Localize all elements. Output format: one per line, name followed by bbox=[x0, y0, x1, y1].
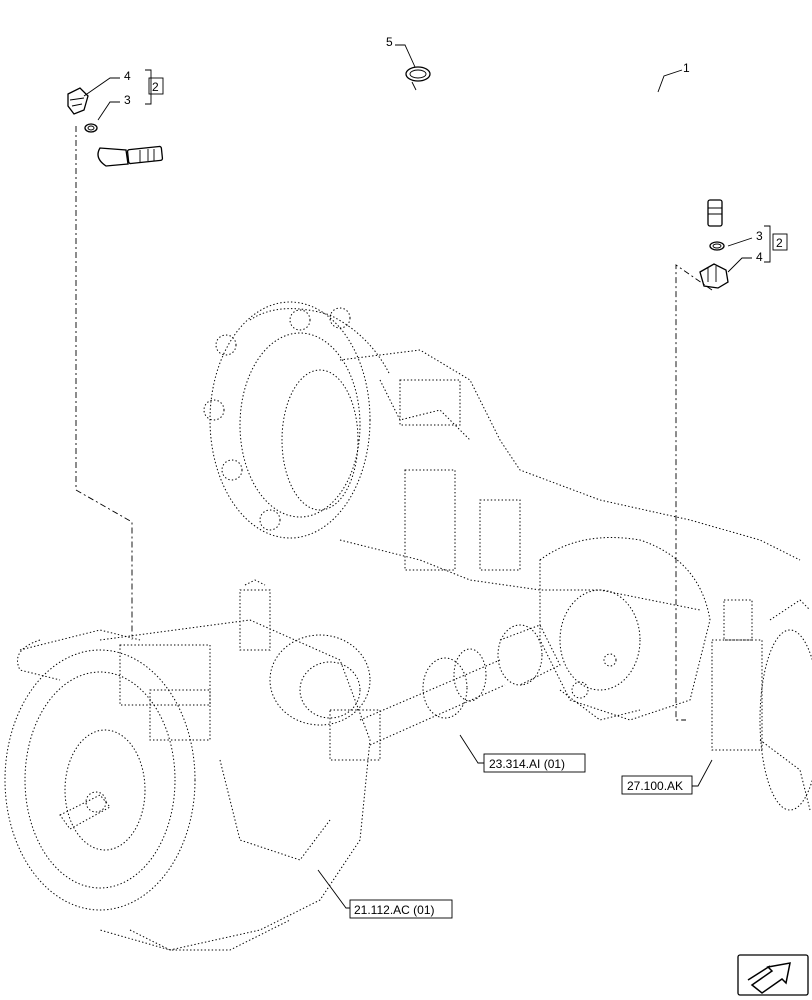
callout-group-right: 2 bbox=[776, 236, 783, 250]
reference-driveshaft-text: 23.314.AI (01) bbox=[489, 757, 565, 771]
callout-texts: 5 1 4 3 2 3 4 2 bbox=[124, 35, 788, 264]
reference-transmission-text: 21.112.AC (01) bbox=[354, 903, 435, 917]
hydraulic-hose bbox=[97, 92, 723, 227]
callout-clip: 5 bbox=[386, 35, 393, 49]
callout-elbow-right: 4 bbox=[756, 250, 763, 264]
transmission bbox=[4, 579, 381, 951]
driveshaft bbox=[359, 624, 561, 746]
reference-box-transmission: 21.112.AC (01) bbox=[349, 899, 453, 919]
right-elbow-fitting bbox=[699, 263, 729, 289]
left-seal-ring bbox=[84, 123, 98, 133]
reference-axle-text: 27.100.AK bbox=[627, 779, 683, 793]
callout-group-left: 2 bbox=[152, 80, 159, 94]
right-seal-ring bbox=[709, 241, 725, 251]
hose-clip bbox=[405, 66, 431, 91]
left-elbow-fitting bbox=[67, 87, 89, 115]
leader-lines bbox=[83, 44, 771, 909]
callout-seal-right: 3 bbox=[756, 229, 763, 243]
callout-elbow-left: 4 bbox=[124, 69, 131, 83]
axle-assembly bbox=[203, 301, 812, 811]
callout-hose: 1 bbox=[683, 61, 690, 75]
next-page-arrow-icon[interactable] bbox=[737, 954, 809, 996]
reference-box-driveshaft: 23.314.AI (01) bbox=[483, 753, 586, 773]
callout-seal-left: 3 bbox=[124, 93, 131, 107]
connection-lines bbox=[75, 126, 713, 721]
reference-box-axle: 27.100.AK bbox=[621, 775, 693, 795]
